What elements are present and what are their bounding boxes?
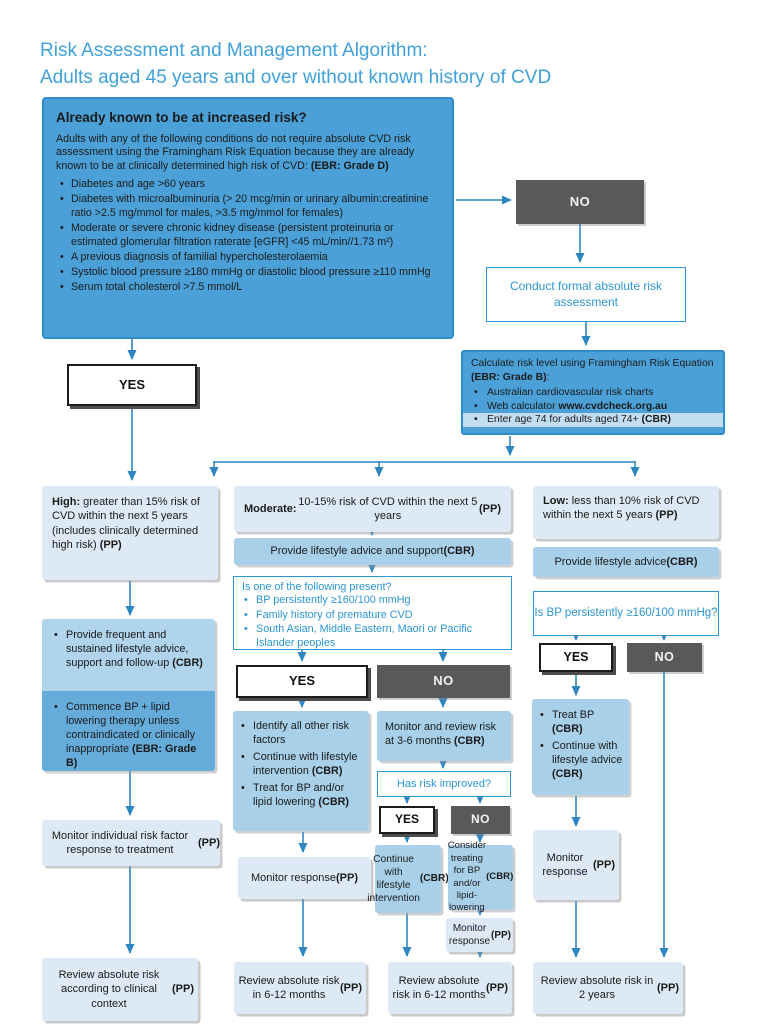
- node-review-clinical-context: Review absolute risk according to clinic…: [42, 958, 198, 1021]
- present-question-bullets: BP persistently ≥160/100 mmHgFamily hist…: [242, 594, 503, 650]
- node-present-question: Is one of the following present? BP pers…: [233, 576, 512, 650]
- node-consider-treating: Consider treating for BP and/or lipid-lo…: [447, 840, 514, 914]
- bullet-item: Australian cardiovascular risk charts: [463, 386, 723, 400]
- bullet-item: A previous diagnosis of familial hyperch…: [56, 251, 440, 265]
- node-conduct-assessment: Conduct formal absolute risk assessment: [486, 267, 686, 322]
- node-review-6-12-months-b: Review absolute risk in 6-12 months (PP): [388, 962, 512, 1014]
- node-no-small: NO: [451, 806, 510, 834]
- increased-risk-heading: Already known to be at increased risk?: [56, 110, 307, 125]
- bullet-item: Treat BP (CBR): [538, 708, 625, 736]
- node-low-risk: Low: less than 10% risk of CVD within th…: [533, 486, 719, 539]
- node-has-risk-improved: Has risk improved?: [377, 771, 511, 797]
- node-increased-risk: Already known to be at increased risk? A…: [42, 97, 454, 339]
- node-monitor-response-right: Monitor response (PP): [533, 830, 619, 900]
- node-high-risk: High: greater than 15% risk of CVD withi…: [42, 486, 218, 580]
- calculate-intro: Calculate risk level using Framingham Ri…: [471, 358, 714, 383]
- node-no-mid: NO: [377, 665, 510, 698]
- node-yes-mid-actions: Identify all other risk factorsContinue …: [233, 711, 369, 831]
- bullet-item: Commence BP + lipid lowering therapy unl…: [52, 700, 207, 770]
- high-actions-bottom: Commence BP + lipid lowering therapy unl…: [42, 691, 215, 771]
- bullet-item: Continue with lifestyle intervention (CB…: [239, 750, 365, 778]
- increased-risk-bullets: Diabetes and age >60 yearsDiabetes with …: [56, 178, 440, 294]
- title-line1: Risk Assessment and Management Algorithm…: [40, 40, 428, 61]
- node-continue-lifestyle: Continue with lifestyle intervention (CB…: [367, 845, 449, 913]
- bullet-item: Web calculator www.cvdcheck.org.au: [463, 400, 723, 414]
- node-yes-right: YES: [539, 643, 613, 672]
- node-monitor-response-small: Monitor response (PP): [446, 918, 513, 952]
- bullet-item: Serum total cholesterol >7.5 mmol/L: [56, 281, 440, 295]
- node-monitor-individual: Monitor individual risk factor response …: [42, 820, 220, 866]
- high-actions-top: Provide frequent and sustained lifestyle…: [42, 619, 215, 691]
- calculate-bullets: Australian cardiovascular risk chartsWeb…: [463, 386, 723, 427]
- bullet-item: Moderate or severe chronic kidney diseas…: [56, 222, 440, 250]
- node-high-actions: Provide frequent and sustained lifestyle…: [42, 619, 215, 771]
- bullet-item: Systolic blood pressure ≥180 mmHg or dia…: [56, 266, 440, 280]
- node-calculate-risk: Calculate risk level using Framingham Ri…: [461, 350, 725, 435]
- node-yes-small: YES: [379, 806, 435, 834]
- node-yes-left: YES: [67, 364, 197, 406]
- page-title: Risk Assessment and Management Algorithm…: [40, 38, 551, 91]
- bullet-item: Continue with lifestyle advice (CBR): [538, 739, 625, 781]
- bullet-item: South Asian, Middle Eastern, Maori or Pa…: [242, 623, 503, 650]
- node-provide-lifestyle-advice: Provide lifestyle advice (CBR): [533, 547, 719, 577]
- bullet-item: Provide frequent and sustained lifestyle…: [52, 628, 207, 670]
- bullet-item: Treat for BP and/or lipid lowering (CBR): [239, 781, 365, 809]
- bullet-item: BP persistently ≥160/100 mmHg: [242, 594, 503, 608]
- increased-risk-intro: Adults with any of the following conditi…: [56, 132, 415, 173]
- bullet-item: Enter age 74 for adults aged 74+ (CBR): [463, 413, 723, 427]
- bullet-item: Identify all other risk factors: [239, 719, 365, 747]
- present-question-heading: Is one of the following present?: [242, 581, 392, 593]
- bullet-item: Diabetes and age >60 years: [56, 178, 440, 192]
- node-bp-question: Is BP persistently ≥160/100 mmHg?: [533, 591, 719, 636]
- node-no-right: NO: [627, 643, 702, 672]
- bullet-item: Diabetes with microalbuminuria (> 20 mcg…: [56, 193, 440, 221]
- node-monitor-review: Monitor and review risk at 3-6 months (C…: [377, 711, 511, 761]
- node-monitor-response-mid: Monitor response (PP): [238, 857, 371, 899]
- node-treat-bp: Treat BP (CBR) Continue with lifestyle ad…: [532, 699, 629, 795]
- node-provide-lifestyle-support: Provide lifestyle advice and support (CB…: [234, 538, 511, 565]
- node-review-6-12-months-a: Review absolute risk in 6-12 months (PP): [234, 962, 366, 1014]
- node-review-2-years: Review absolute risk in 2 years (PP): [533, 962, 683, 1014]
- node-no-top: NO: [516, 180, 644, 224]
- node-yes-mid: YES: [236, 665, 368, 698]
- node-moderate-risk: Moderate: 10-15% risk of CVD within the …: [234, 486, 511, 532]
- bullet-item: Family history of premature CVD: [242, 609, 503, 623]
- title-line2: Adults aged 45 years and over without kn…: [40, 66, 552, 88]
